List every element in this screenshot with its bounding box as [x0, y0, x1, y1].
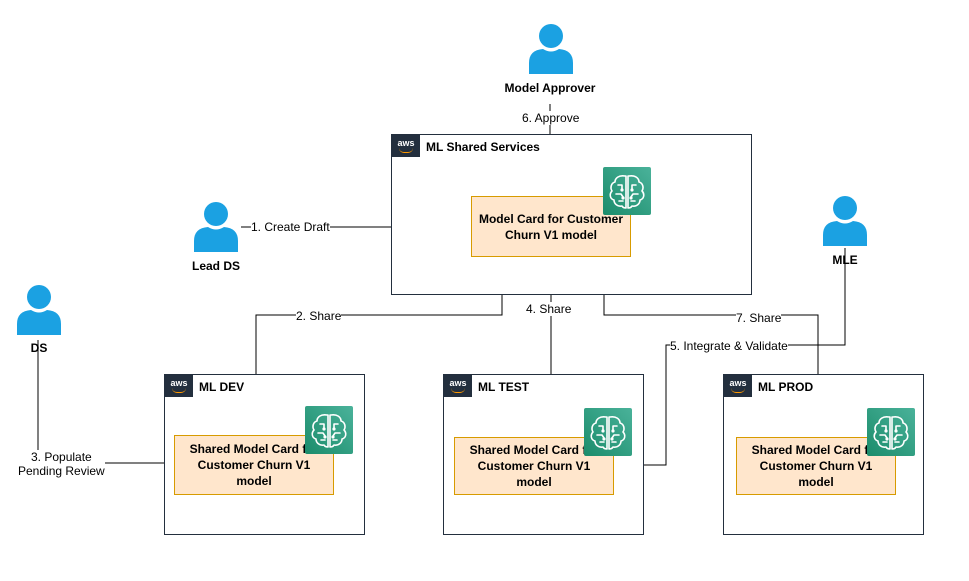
sagemaker-icon	[305, 406, 353, 454]
edge-integrate	[615, 248, 846, 469]
edge-label-share-prod: 7. Share	[736, 311, 782, 325]
actor-lead-ds: Lead DS	[191, 259, 240, 273]
account-title: ML TEST	[478, 380, 530, 394]
model-card-label: Shared Model Card for Customer Churn V1 …	[189, 442, 319, 488]
person-icon	[527, 23, 575, 74]
edge-label-integrate: 5. Integrate & Validate	[670, 339, 788, 353]
edge-label-populate: 3. Populate Pending Review	[18, 450, 105, 478]
edge-label-share-dev: 2. Share	[296, 309, 342, 323]
edge-label-share-test: 4. Share	[526, 302, 572, 316]
person-icon	[821, 195, 869, 246]
sagemaker-icon	[867, 408, 915, 456]
account-title: ML PROD	[758, 380, 814, 394]
model-card-label: Shared Model Card for Customer Churn V1 …	[469, 443, 599, 489]
edge-label-approve: 6. Approve	[522, 111, 580, 125]
model-card-main[interactable]: Model Card for Customer Churn V1 model	[471, 196, 631, 257]
edge-populate	[37, 340, 174, 467]
aws-logo-icon: aws	[392, 135, 420, 157]
edge-label-populate-line1: 3. Populate	[31, 450, 92, 464]
edge-label-populate-line2: Pending Review	[18, 464, 105, 478]
sagemaker-icon	[603, 167, 651, 215]
model-card-label: Shared Model Card for Customer Churn V1 …	[751, 443, 881, 489]
aws-logo-icon: aws	[444, 375, 472, 397]
person-icon	[192, 201, 240, 252]
account-title: ML DEV	[199, 380, 245, 394]
account-title: ML Shared Services	[426, 140, 540, 154]
actor-mle: MLE	[832, 253, 858, 267]
actor-ds: DS	[30, 341, 48, 355]
person-icon	[15, 284, 63, 335]
sagemaker-icon	[584, 408, 632, 456]
aws-logo-icon: aws	[724, 375, 752, 397]
aws-logo-icon: aws	[165, 375, 193, 397]
model-card-label: Model Card for Customer Churn V1 model	[478, 211, 623, 242]
shared-model-card-dev[interactable]: Shared Model Card for Customer Churn V1 …	[174, 435, 334, 495]
edge-label-create-draft: 1. Create Draft	[251, 220, 330, 234]
actor-model-approver: Model Approver	[504, 81, 596, 95]
